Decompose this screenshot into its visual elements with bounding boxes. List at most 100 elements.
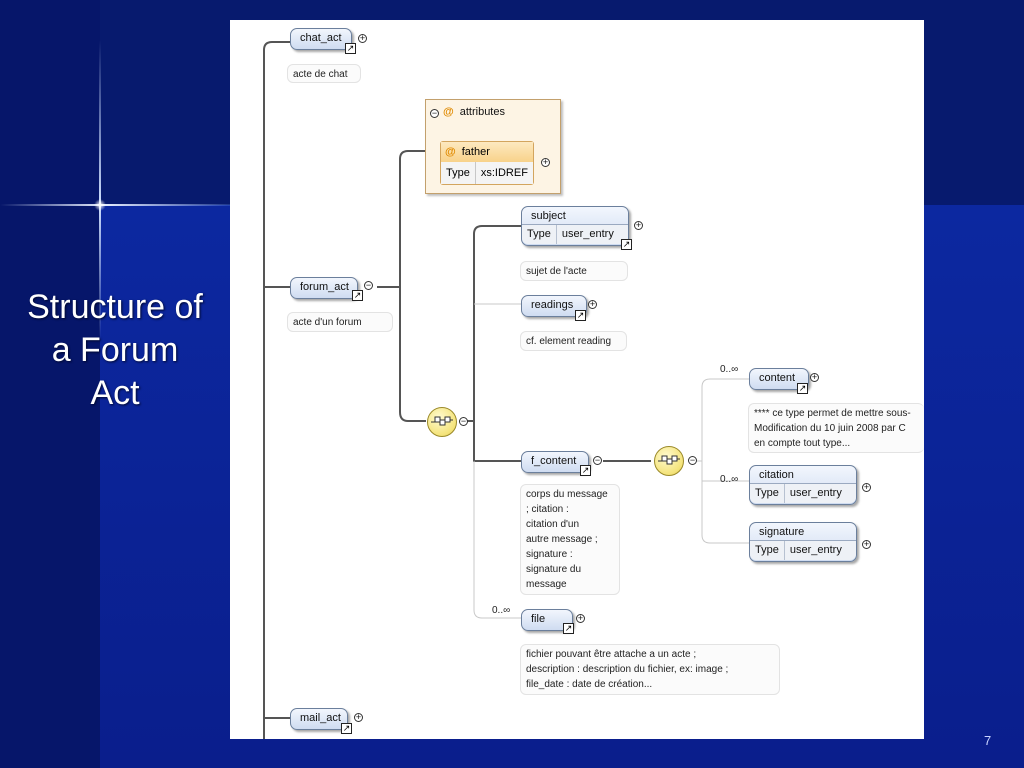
file-branch bbox=[473, 461, 521, 619]
file-annotation: fichier pouvant être attache a un acte ;… bbox=[520, 644, 780, 695]
content-branch bbox=[701, 378, 749, 461]
element-name: signature bbox=[750, 523, 856, 541]
expand-plus-icon[interactable]: + bbox=[810, 372, 819, 382]
sequence-compositor-icon[interactable] bbox=[427, 407, 457, 437]
title-line: Structure of bbox=[27, 288, 203, 326]
reference-arrow-icon[interactable]: ↗ bbox=[345, 43, 356, 54]
attributes-label: attributes bbox=[459, 106, 505, 118]
element-f-content[interactable]: f_content bbox=[521, 451, 589, 473]
slide-title: Structure of a Forum Act bbox=[4, 286, 226, 415]
sequence-branch bbox=[399, 159, 426, 422]
attributes-branch bbox=[399, 150, 425, 160]
schema-diagram-canvas: chat_act ↗ + acte de chat −@attributes @… bbox=[230, 20, 924, 739]
subject-branch bbox=[473, 225, 521, 235]
collapse-minus-icon[interactable]: − bbox=[459, 416, 468, 426]
star-flare-horizontal bbox=[0, 204, 230, 206]
element-file[interactable]: file bbox=[521, 609, 573, 631]
star-flare-core bbox=[94, 199, 106, 211]
annotation-line: Modification du 10 juin 2008 par C bbox=[754, 423, 906, 434]
collapse-minus-icon[interactable]: − bbox=[430, 108, 439, 118]
element-name: citation bbox=[750, 466, 856, 484]
type-value: user_entry bbox=[555, 225, 619, 244]
reference-arrow-icon[interactable]: ↗ bbox=[621, 239, 632, 250]
chat-act-annotation: acte de chat bbox=[287, 64, 361, 83]
expand-plus-icon[interactable]: + bbox=[862, 482, 871, 492]
element-forum-act[interactable]: forum_act bbox=[290, 277, 358, 299]
expand-plus-icon[interactable]: + bbox=[588, 299, 597, 309]
annotation-line: description : description du fichier, ex… bbox=[526, 664, 729, 675]
element-name: forum_act bbox=[300, 281, 349, 293]
type-value: user_entry bbox=[783, 484, 847, 503]
element-name: content bbox=[759, 372, 796, 384]
readings-annotation: cf. element reading bbox=[520, 331, 627, 351]
type-label: Type bbox=[755, 487, 779, 499]
expand-plus-icon[interactable]: + bbox=[354, 712, 363, 722]
element-content[interactable]: content bbox=[749, 368, 809, 390]
f-content-branch bbox=[473, 234, 521, 462]
element-readings[interactable]: readings bbox=[521, 295, 587, 317]
annotation-line: en compte tout type... bbox=[754, 438, 851, 449]
attribute-at-icon: @ bbox=[443, 106, 454, 118]
title-line: Act bbox=[90, 374, 140, 412]
f-content-annotation: corps du message ; citation : citation d… bbox=[520, 484, 620, 595]
annotation-line: corps du message bbox=[526, 489, 608, 500]
expand-plus-icon[interactable]: + bbox=[862, 539, 871, 549]
attributes-header: −@ attributes bbox=[430, 106, 505, 118]
sequence-compositor-icon[interactable] bbox=[654, 446, 684, 476]
annotation-line: citation d'un bbox=[526, 519, 580, 530]
type-label: Type bbox=[446, 167, 470, 179]
collapse-minus-icon[interactable]: − bbox=[688, 455, 697, 465]
annotation-line: message bbox=[526, 579, 567, 590]
subject-annotation: sujet de l'acte bbox=[520, 261, 628, 281]
expand-plus-icon[interactable]: + bbox=[576, 613, 585, 623]
annotation-line: file_date : date de création... bbox=[526, 679, 653, 690]
type-label: Type bbox=[527, 228, 551, 240]
annotation-line: signature : bbox=[526, 549, 573, 560]
collapse-minus-icon[interactable]: − bbox=[593, 455, 602, 465]
root-trunk-line bbox=[263, 41, 290, 739]
reference-arrow-icon[interactable]: ↗ bbox=[563, 623, 574, 634]
content-annotation: **** ce type permet de mettre sous- Modi… bbox=[748, 403, 924, 453]
expand-plus-icon[interactable]: + bbox=[541, 157, 550, 167]
annotation-line: fichier pouvant être attache a un acte ; bbox=[526, 649, 697, 660]
expand-plus-icon[interactable]: + bbox=[358, 33, 367, 43]
element-name: subject bbox=[522, 207, 628, 225]
reference-arrow-icon[interactable]: ↗ bbox=[580, 465, 591, 476]
reference-arrow-icon[interactable]: ↗ bbox=[575, 310, 586, 321]
annotation-text: sujet de l'acte bbox=[526, 266, 587, 277]
annotation-line: signature du bbox=[526, 564, 582, 575]
background-left-band bbox=[0, 0, 100, 768]
annotation-text: acte d'un forum bbox=[293, 317, 362, 328]
element-chat-act[interactable]: chat_act bbox=[290, 28, 352, 50]
attribute-name: father bbox=[461, 146, 490, 158]
citation-cardinality: 0..∞ bbox=[720, 474, 739, 485]
attribute-at-icon: @ bbox=[445, 146, 456, 158]
file-cardinality: 0..∞ bbox=[492, 605, 511, 616]
element-mail-act[interactable]: mail_act bbox=[290, 708, 348, 730]
element-name: file bbox=[531, 613, 546, 625]
annotation-text: cf. element reading bbox=[526, 336, 612, 347]
forum-act-annotation: acte d'un forum bbox=[287, 312, 393, 332]
annotation-line: autre message ; bbox=[526, 534, 598, 545]
collapse-minus-icon[interactable]: − bbox=[364, 280, 373, 290]
slide-number: 7 bbox=[984, 733, 992, 748]
element-subject[interactable]: subject Type user_entry bbox=[521, 206, 629, 246]
type-label: Type bbox=[755, 544, 779, 556]
connector-lines bbox=[263, 41, 749, 739]
reference-arrow-icon[interactable]: ↗ bbox=[341, 723, 352, 734]
annotation-line: **** ce type permet de mettre sous- bbox=[754, 408, 911, 419]
content-cardinality: 0..∞ bbox=[720, 364, 739, 375]
annotation-text: acte de chat bbox=[293, 69, 348, 80]
reference-arrow-icon[interactable]: ↗ bbox=[352, 290, 363, 301]
star-flare-vertical bbox=[99, 40, 101, 340]
expand-plus-icon[interactable]: + bbox=[634, 220, 643, 230]
reference-arrow-icon[interactable]: ↗ bbox=[797, 383, 808, 394]
annotation-line: ; citation : bbox=[526, 504, 569, 515]
title-line: a Forum bbox=[51, 331, 179, 369]
element-citation[interactable]: citation Type user_entry bbox=[749, 465, 857, 505]
element-name: mail_act bbox=[300, 712, 341, 724]
element-name: readings bbox=[531, 299, 574, 311]
